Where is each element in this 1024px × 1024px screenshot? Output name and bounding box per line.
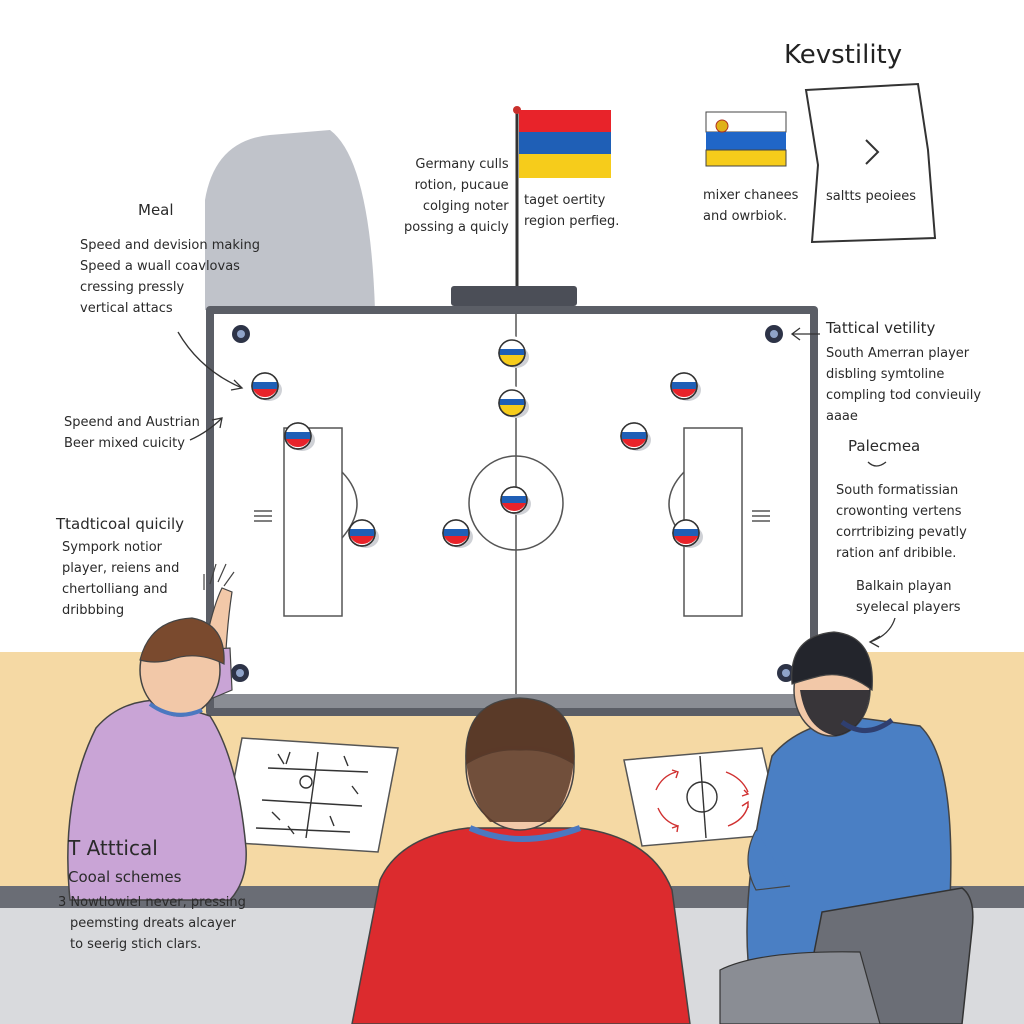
note-meal: Meal Speed and devision making Speed a w…: [80, 200, 260, 319]
play-sheet-right: [623, 747, 783, 847]
coach-right: [746, 631, 952, 961]
note-line: Speed and devision making: [80, 238, 261, 253]
wall-shadow: [205, 130, 375, 310]
annotation-arrows: [177, 327, 896, 648]
note-line: and owrbiok.: [703, 209, 787, 224]
note-heading: Meal: [138, 201, 174, 219]
note-south-formation: South formatissian crowonting vertens co…: [836, 480, 967, 564]
note-line: compling tod convieuily: [826, 388, 982, 403]
note-line: aaae: [826, 409, 858, 424]
note-heading: Ttadticoal quicily: [56, 515, 185, 533]
note-line: chertolliang and: [62, 582, 168, 597]
note-line: region perfieg.: [524, 214, 620, 229]
page-title: Kevstility: [784, 40, 903, 70]
small-flag: [705, 111, 787, 167]
note-line: vertical attacs: [80, 301, 173, 316]
note-salts: saltts peoiees: [826, 186, 916, 207]
note-line: possing a quicly: [404, 220, 509, 235]
note-ttadticoal: Ttadticoal quicily Sympork notior player…: [56, 514, 184, 621]
note-line: colging noter: [422, 199, 509, 214]
note-germany: Germany culls rotion, pucaue colging not…: [404, 154, 509, 238]
note-line: Beer mixed cuicity: [64, 436, 185, 451]
note-heading: Tattical vetility: [826, 319, 936, 337]
note-attical: T Atttical Cooal schemes 3 Nowtlowiel ne…: [58, 838, 246, 955]
coach-middle: [351, 697, 691, 1024]
note-subheading: Cooal schemes: [68, 868, 182, 886]
note-line: cressing pressly: [80, 280, 185, 295]
note-line: Speed a wuall coavlovas: [80, 259, 240, 274]
note-mixer: mixer chanees and owrbiok.: [703, 185, 798, 227]
note-heading: T Atttical: [68, 836, 158, 860]
board-mount: [451, 286, 577, 306]
note-line: 3 Nowtlowiel never, pressing: [58, 895, 246, 910]
flag-on-pole: [513, 106, 611, 288]
note-line: saltts peoiees: [826, 189, 917, 204]
note-line: rotion, pucaue: [414, 178, 509, 193]
note-speend: Speend and Austrian Beer mixed cuicity: [64, 412, 200, 454]
note-line: mixer chanees: [703, 188, 799, 203]
note-line: South Amerran player: [826, 346, 970, 361]
coach-left: [67, 563, 247, 901]
note-line: South formatissian: [836, 483, 959, 498]
note-line: disbling symtoline: [826, 367, 945, 382]
note-line: corrtribizing pevatly: [836, 525, 967, 540]
note-line: ration anf dribible.: [836, 546, 957, 561]
note-palecmea: Palecmea: [848, 436, 920, 457]
note-balkain: Balkain playan syelecal players: [856, 576, 961, 618]
note-line: taget oertity: [524, 193, 606, 208]
note-heading: Palecmea: [848, 437, 921, 455]
note-line: peemsting dreats alcayer: [70, 916, 237, 931]
chair-seat: [719, 951, 881, 1024]
note-line: crowonting vertens: [836, 504, 962, 519]
note-line: Sympork notior: [62, 540, 163, 555]
note-line: Germany culls: [415, 157, 509, 172]
note-target: taget oertity region perfieg.: [524, 190, 619, 232]
sketch-paper: [804, 82, 937, 244]
note-line: to seerig stich clars.: [70, 937, 202, 952]
note-line: Balkain playan: [856, 579, 952, 594]
note-tactical-vetility: Tattical vetility South Amerran player d…: [826, 318, 981, 427]
note-line: dribbbing: [62, 603, 125, 618]
play-sheet-left: [221, 737, 399, 853]
note-line: player, reiens and: [62, 561, 180, 576]
note-line: Speend and Austrian: [64, 415, 200, 430]
note-line: syelecal players: [856, 600, 961, 615]
